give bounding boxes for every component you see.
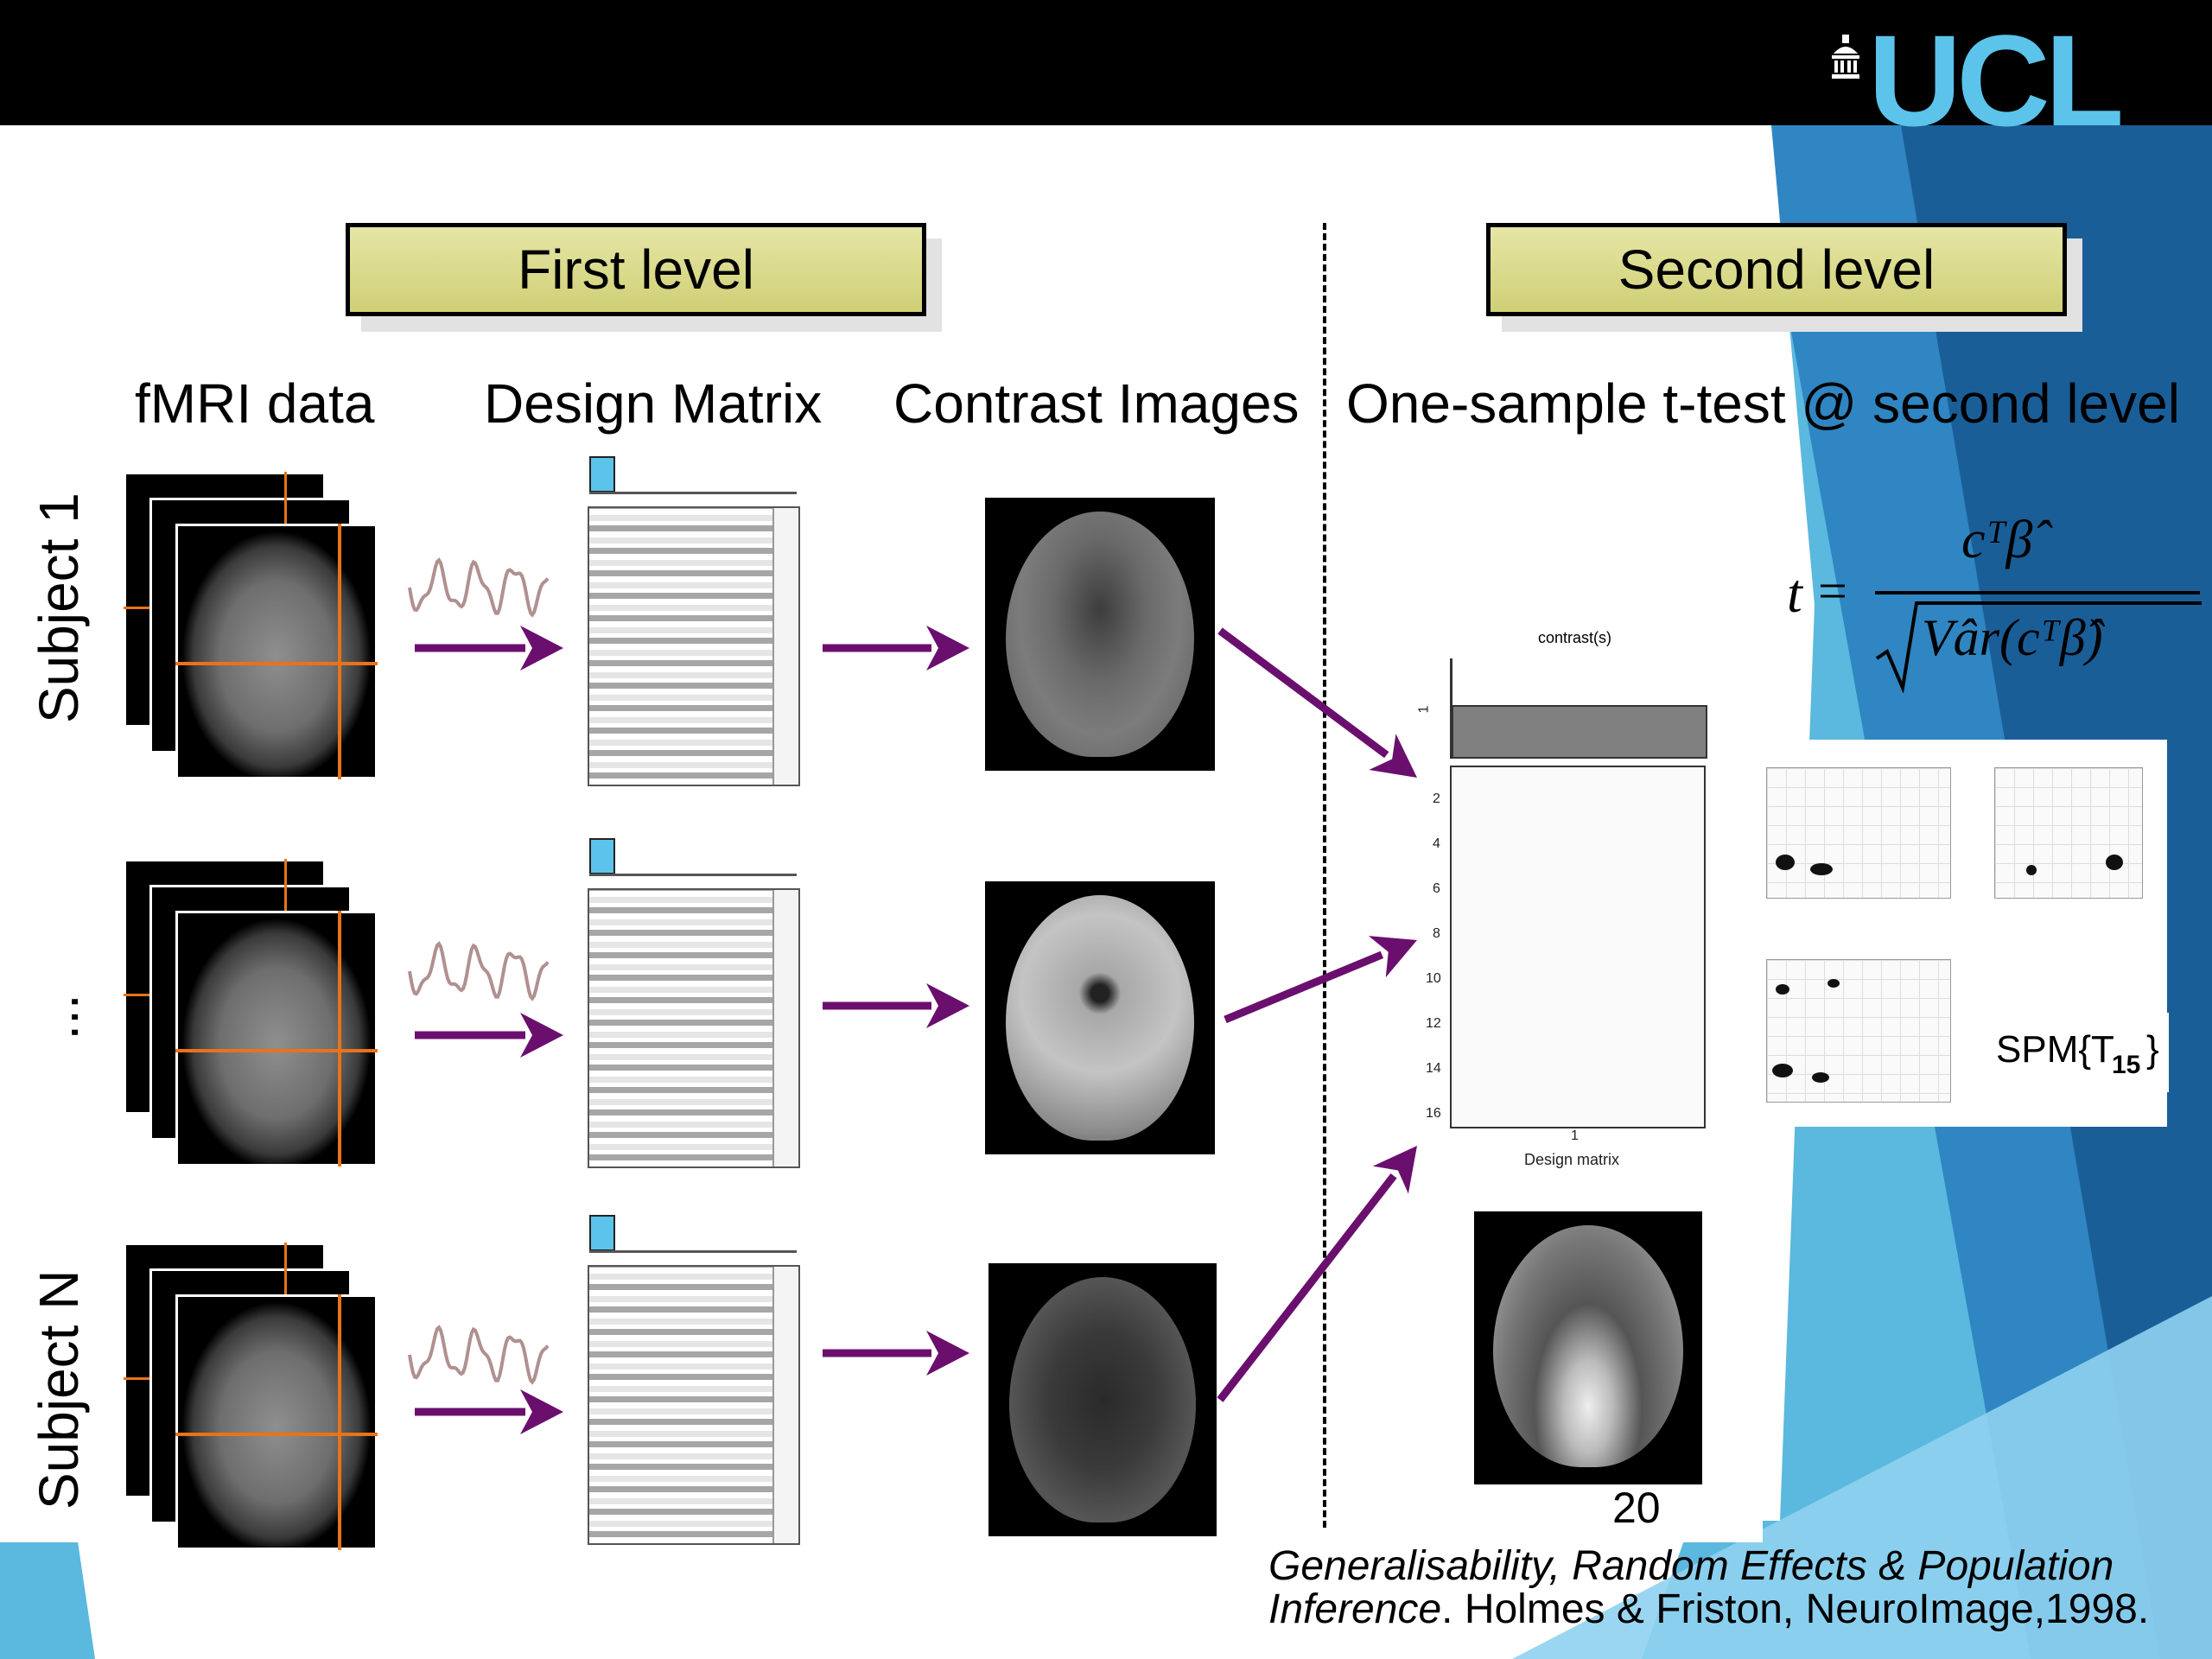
flow-arrow — [415, 1013, 563, 1058]
design-matrix — [588, 1265, 800, 1545]
formula-numerator: cᵀβ̂ — [1961, 511, 2033, 569]
page-number: 20 — [1612, 1484, 1661, 1532]
first-level-label: First level — [518, 238, 754, 301]
second-level-design-title: contrast(s) — [1538, 629, 1612, 646]
flow-arrow — [415, 626, 563, 671]
design-matrix-contrast-axis — [589, 492, 797, 494]
glass-brain-panel — [1738, 740, 2167, 1127]
fmri-header: fMRI data — [135, 372, 375, 435]
citation-title: Generalisability, Random Effects & Popul… — [1268, 1543, 2114, 1589]
flow-arrow — [823, 1331, 969, 1376]
contrast-image — [988, 1263, 1217, 1536]
contrast-image — [985, 498, 1215, 771]
fmri-stack — [124, 472, 391, 783]
spm-label-subscript: 15 — [2112, 1051, 2141, 1079]
formula-lhs: t — [1787, 563, 1802, 624]
flow-arrow — [1224, 936, 1417, 1024]
flow-arrow — [1217, 1146, 1417, 1402]
ucl-logo: UCL — [1868, 8, 2124, 153]
design-matrix-contrast-marker — [589, 456, 615, 493]
formula-fraction-bar — [1875, 591, 2200, 594]
level-divider — [1323, 223, 1326, 1528]
first-level-box: First level — [346, 223, 926, 316]
bold-signal-timeseries — [408, 1325, 550, 1385]
flow-arrow — [415, 1389, 563, 1434]
design-matrix-header: Design Matrix — [484, 372, 823, 435]
contrast-image — [985, 881, 1215, 1154]
group-contrast-image — [1474, 1211, 1702, 1484]
contrast-bar — [1452, 705, 1707, 759]
contrast-images-header: Contrast Images — [893, 372, 1300, 435]
x-tick: 1 — [1571, 1128, 1579, 1143]
fmri-stack — [124, 1243, 391, 1554]
y-tick: 10 — [1426, 971, 1441, 986]
bold-signal-timeseries — [408, 941, 550, 1001]
y-tick: 2 — [1433, 791, 1440, 806]
second-level-label: Second level — [1618, 238, 1936, 301]
flow-arrow — [1217, 627, 1417, 778]
glass-brain-axial — [1766, 959, 1951, 1103]
spm-label-prefix: SPM{T — [1996, 1028, 2114, 1071]
design-matrix-contrast-axis — [589, 874, 797, 876]
t-statistic-formula: t = cᵀβ̂ Vâr(cᵀβ̂) — [1780, 501, 2202, 700]
y-tick: 4 — [1433, 836, 1440, 851]
design-matrix-xlabel: Design matrix — [1524, 1151, 1620, 1168]
spm-label: SPM{T 15 } — [1984, 1013, 2169, 1092]
y-tick: 6 — [1433, 881, 1440, 896]
fmri-stack — [124, 859, 391, 1170]
flow-arrow — [823, 626, 969, 671]
design-matrix — [588, 506, 800, 786]
design-matrix — [588, 888, 800, 1168]
formula-equals: = — [1818, 563, 1847, 620]
y-tick: 16 — [1426, 1106, 1441, 1121]
second-level-box: Second level — [1486, 223, 2067, 316]
y-tick: 14 — [1426, 1061, 1441, 1076]
contrast-axis — [1450, 658, 1452, 759]
spm-label-suffix: } — [2146, 1028, 2159, 1071]
citation: Generalisability, Random Effects & Popul… — [1268, 1545, 2202, 1631]
citation-source: . Holmes & Friston, NeuroImage,1998. — [1441, 1586, 2150, 1632]
portico-icon — [1830, 35, 1861, 79]
citation-title-cont: Inference — [1268, 1586, 1442, 1632]
glass-brain-coronal — [1994, 767, 2143, 899]
glass-brain-sagittal — [1766, 767, 1951, 899]
second-level-design-matrix — [1450, 766, 1706, 1128]
formula-sqrt-sign — [1875, 601, 2202, 693]
ttest-header: One-sample t-test @ second level — [1346, 372, 2180, 435]
design-matrix-contrast-axis — [589, 1250, 797, 1253]
bold-signal-timeseries — [408, 557, 550, 618]
bg-shape-light — [1512, 1296, 2212, 1659]
flow-arrow — [823, 983, 969, 1028]
y-tick: 8 — [1433, 926, 1440, 941]
formula-denominator: Vâr(cᵀβ̂) — [1922, 609, 2103, 666]
y-tick: 12 — [1426, 1016, 1441, 1031]
